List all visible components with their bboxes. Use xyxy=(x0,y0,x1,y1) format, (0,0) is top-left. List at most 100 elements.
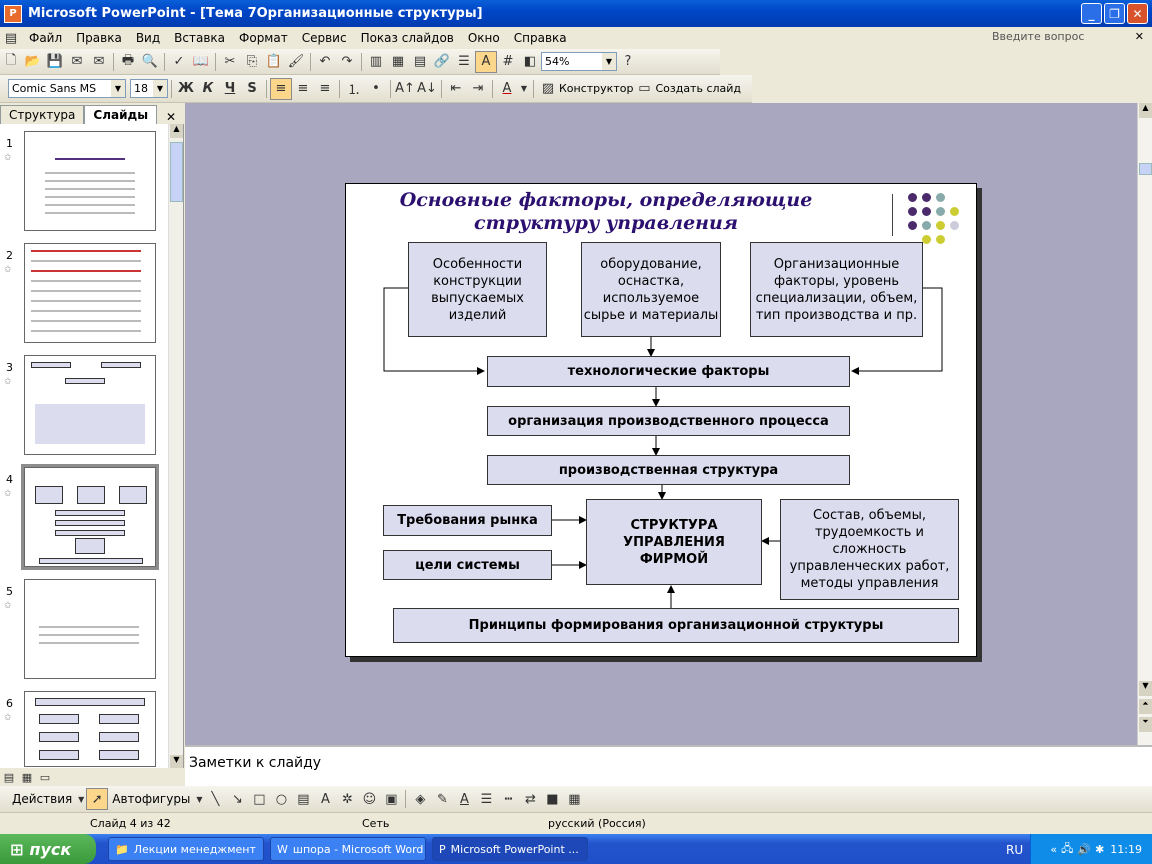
font-color-icon[interactable]: A xyxy=(459,791,469,807)
font-size-select[interactable]: 18 ▼ xyxy=(130,79,168,98)
chevron-down-icon[interactable]: ▼ xyxy=(602,53,616,70)
menu-insert[interactable]: Вставка xyxy=(174,31,226,45)
chevron-down-icon[interactable]: ▼ xyxy=(153,80,167,97)
print-icon[interactable]: 🖶 xyxy=(121,52,135,68)
sorter-view-icon[interactable]: ▦ xyxy=(21,770,33,784)
font-color-icon[interactable]: A xyxy=(502,81,512,96)
line-style-icon[interactable]: ☰ xyxy=(480,791,493,807)
picture-icon[interactable]: ▣ xyxy=(385,791,398,807)
new-slide-button[interactable]: Создать слайд xyxy=(655,82,742,95)
arrow-icon[interactable]: ↘ xyxy=(231,791,243,807)
arrow-style-icon[interactable]: ⇄ xyxy=(524,791,536,807)
decrease-indent-icon[interactable]: ⇤ xyxy=(450,81,462,96)
format-painter-icon[interactable]: 🖌 xyxy=(287,54,305,69)
tab-slides[interactable]: Слайды xyxy=(84,105,158,124)
next-slide-icon[interactable]: ⏷ xyxy=(1139,717,1152,732)
menu-help[interactable]: Справка xyxy=(513,31,567,45)
doc-close-icon[interactable]: ✕ xyxy=(1134,30,1144,43)
email-icon[interactable]: ✉ xyxy=(93,54,105,69)
zoom-select[interactable]: 54% ▼ xyxy=(541,52,617,71)
bold-button[interactable]: Ж xyxy=(178,81,194,96)
slide[interactable]: Основные факторы, определяющие структуру… xyxy=(345,183,977,657)
3d-icon[interactable]: ▦ xyxy=(568,791,581,807)
dash-style-icon[interactable]: ┅ xyxy=(504,791,513,807)
slide-thumbnail[interactable] xyxy=(24,131,156,231)
increase-font-icon[interactable]: A↑ xyxy=(395,81,415,96)
textbox-icon[interactable]: ▤ xyxy=(297,791,310,807)
restore-button[interactable]: ❐ xyxy=(1104,3,1125,24)
slide-thumbnail[interactable] xyxy=(24,691,156,767)
chevron-down-icon[interactable]: ▼ xyxy=(111,80,125,97)
network-icon[interactable]: 🖧 xyxy=(1061,841,1074,855)
designer-button[interactable]: Конструктор xyxy=(559,82,634,95)
autoshapes-menu[interactable]: Автофигуры xyxy=(112,792,191,806)
slide-thumbnail[interactable] xyxy=(24,355,156,455)
rectangle-icon[interactable]: □ xyxy=(253,791,266,807)
font-select[interactable]: Comic Sans MS ▼ xyxy=(8,79,126,98)
menu-slideshow[interactable]: Показ слайдов xyxy=(360,31,454,45)
scroll-up-icon[interactable]: ▲ xyxy=(1139,103,1152,118)
chart-icon[interactable]: ▥ xyxy=(369,54,383,69)
menu-format[interactable]: Формат xyxy=(239,31,288,45)
menu-file[interactable]: Файл xyxy=(29,31,63,45)
fill-color-icon[interactable]: ◈ xyxy=(415,791,426,807)
tray-arrow-icon[interactable]: « xyxy=(1050,842,1058,856)
align-left-icon[interactable]: ≡ xyxy=(270,77,292,100)
prev-slide-icon[interactable]: ⏶ xyxy=(1139,699,1152,714)
scroll-up-icon[interactable]: ▲ xyxy=(170,124,183,138)
table-icon[interactable]: ▦ xyxy=(391,54,405,69)
task-powerpoint[interactable]: P Microsoft PowerPoint ... xyxy=(432,837,588,861)
close-panel-icon[interactable]: ✕ xyxy=(165,110,176,124)
scroll-down-icon[interactable]: ▼ xyxy=(1139,681,1152,696)
designer-icon[interactable]: ▨ xyxy=(541,81,555,96)
show-formatting-icon[interactable]: A xyxy=(475,50,497,73)
paste-icon[interactable]: 📋 xyxy=(265,54,283,69)
panel-scrollbar[interactable]: ▲ ▼ xyxy=(168,124,183,769)
canvas-scrollbar[interactable]: ▲ ▼ ⏶ ⏷ xyxy=(1137,103,1152,745)
slide-thumbnail-selected[interactable] xyxy=(21,464,159,570)
hyperlink-icon[interactable]: 🔗 xyxy=(433,54,451,69)
align-center-icon[interactable]: ≡ xyxy=(297,81,309,96)
open-icon[interactable]: 📂 xyxy=(24,54,42,69)
diagram-icon[interactable]: ✲ xyxy=(341,791,353,807)
copy-icon[interactable]: ⎘ xyxy=(246,54,258,69)
grid-icon[interactable]: # xyxy=(502,54,514,69)
actions-menu[interactable]: Действия xyxy=(12,792,73,806)
antivirus-icon[interactable]: ✱ xyxy=(1095,842,1105,856)
research-icon[interactable]: 📖 xyxy=(192,54,210,69)
increase-indent-icon[interactable]: ⇥ xyxy=(472,81,484,96)
line-color-icon[interactable]: ✎ xyxy=(436,791,448,807)
spelling-icon[interactable]: ✓ xyxy=(173,54,185,69)
new-icon[interactable]: 🗋 xyxy=(5,52,17,68)
slide-thumbnail[interactable] xyxy=(24,579,156,679)
input-language[interactable]: RU xyxy=(1006,843,1024,857)
start-button[interactable]: ⊞ пуск xyxy=(0,834,96,864)
close-button[interactable]: ✕ xyxy=(1127,3,1148,24)
menu-window[interactable]: Окно xyxy=(467,31,500,45)
chevron-down-icon[interactable]: ▼ xyxy=(520,84,528,93)
oval-icon[interactable]: ○ xyxy=(275,791,288,807)
slide-thumbnail[interactable] xyxy=(24,243,156,343)
shadow-button[interactable]: S xyxy=(247,81,257,96)
scroll-thumb[interactable] xyxy=(1139,163,1152,175)
redo-icon[interactable]: ↷ xyxy=(341,54,353,69)
chevron-down-icon[interactable]: ▼ xyxy=(78,794,85,804)
normal-view-icon[interactable]: ▤ xyxy=(3,770,15,784)
wordart-icon[interactable]: A xyxy=(320,791,330,807)
task-folder[interactable]: 📁 Лекции менеджмент xyxy=(108,837,264,861)
scroll-thumb[interactable] xyxy=(170,142,183,202)
italic-button[interactable]: К xyxy=(202,81,214,96)
save-icon[interactable]: 💾 xyxy=(46,54,64,69)
minimize-button[interactable]: _ xyxy=(1081,3,1102,24)
color-grayscale-icon[interactable]: ◧ xyxy=(523,54,537,69)
expand-icon[interactable]: ☰ xyxy=(458,54,470,69)
slideshow-view-icon[interactable]: ▭ xyxy=(39,770,51,784)
clipart-icon[interactable]: ☺ xyxy=(362,791,377,807)
shadow-icon[interactable]: ■ xyxy=(546,791,559,807)
permission-icon[interactable]: ✉ xyxy=(71,54,83,69)
select-pointer-icon[interactable]: ➚ xyxy=(86,788,109,810)
notes-pane[interactable]: Заметки к слайду xyxy=(185,745,1152,786)
bullets-icon[interactable]: • xyxy=(372,81,380,96)
help-icon[interactable]: ? xyxy=(624,54,632,69)
cut-icon[interactable]: ✂ xyxy=(224,54,236,69)
